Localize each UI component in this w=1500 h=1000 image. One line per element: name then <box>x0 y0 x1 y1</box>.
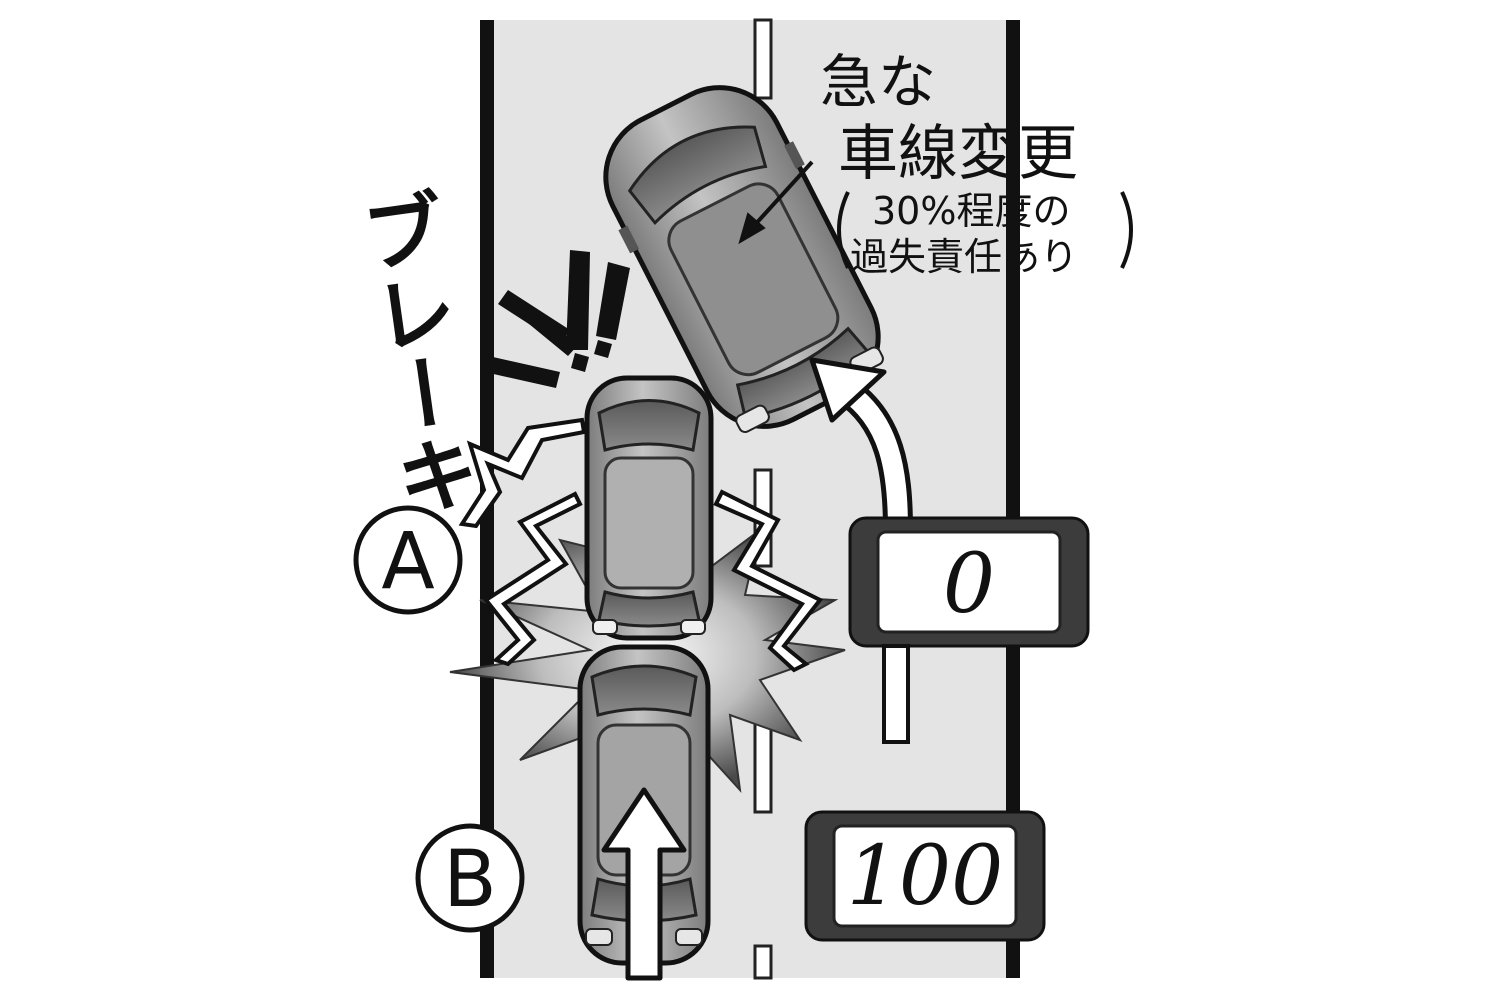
vehicle-a-car <box>584 375 714 641</box>
annotation-pointer-icon <box>738 160 814 245</box>
fault-label-line1: 30%程度の <box>872 189 1070 233</box>
lane-change-arrow-icon <box>809 357 913 531</box>
lane-change-label-line1: 急な <box>820 48 936 116</box>
fault-value-b: 100 <box>847 829 1004 924</box>
vehicle-a-letter: A <box>381 517 434 607</box>
vehicle-b-marker: B <box>415 823 525 933</box>
lane-change-label-line2: 車線変更 <box>838 119 1078 189</box>
fault-badge-a: 0 <box>848 516 1090 648</box>
vehicle-a-marker: A <box>353 505 463 615</box>
forward-arrow-icon <box>601 787 687 981</box>
brake-label: ブレーキ <box>343 184 483 522</box>
road-edge-right <box>1006 20 1020 978</box>
fault-value-a: 0 <box>943 537 995 632</box>
brake-exclamation-icon <box>480 250 630 388</box>
impact-zigzags <box>458 417 824 673</box>
fault-bracket-right <box>1120 191 1133 269</box>
vehicle-b-letter: B <box>443 835 497 925</box>
fault-bracket-left <box>837 191 850 269</box>
lane-change-car <box>603 85 884 434</box>
badge-a-post <box>882 644 910 744</box>
fault-label-line2: 過失責任あり <box>850 235 1078 279</box>
fault-badge-b: 100 <box>804 810 1046 942</box>
